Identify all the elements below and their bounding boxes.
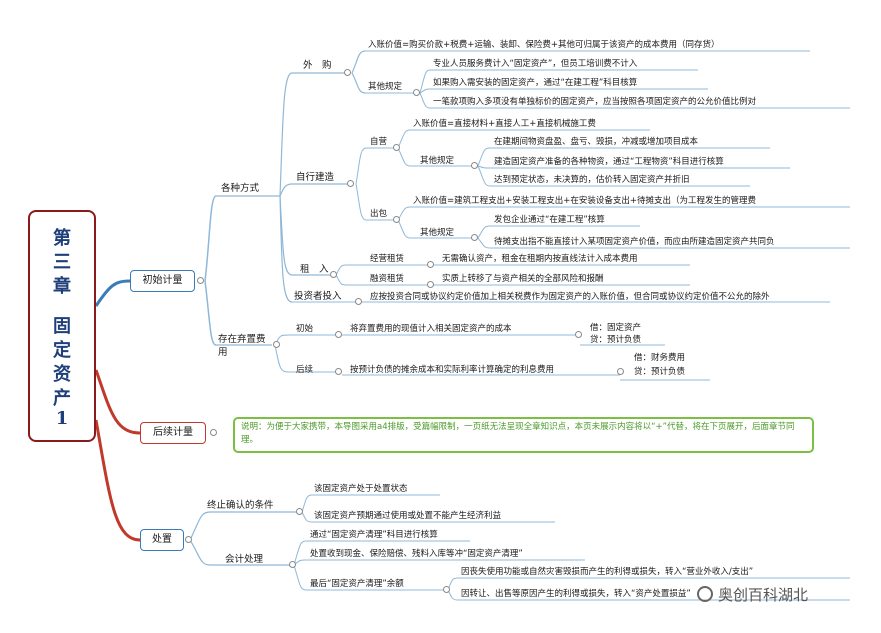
- node-connector-icon[interactable]: [443, 586, 450, 593]
- purchase-other-item: 一笔款项购入多项没有单独标价的固定资产，应当按照各项固定资产的公允价值比例对: [433, 97, 757, 107]
- branch-initial-measurement[interactable]: 初始计量: [130, 270, 195, 292]
- root-char: 产: [53, 388, 71, 409]
- root-char: 三: [53, 252, 71, 273]
- node-connector-icon[interactable]: [617, 368, 624, 375]
- outsourced-item: 待摊支出指不能直接计入某项固定资产价值，而应由所建造固定资产共同负: [494, 237, 775, 247]
- node-connector-icon[interactable]: [393, 144, 400, 151]
- node-connector-icon[interactable]: [471, 234, 478, 241]
- outsourced-other-label: 其他规定: [420, 228, 455, 238]
- node-connector-icon[interactable]: [427, 261, 434, 268]
- self-operated-item: 达到预定状态，未决算的，估价转入固定资产并折旧: [494, 175, 690, 185]
- root-char: 第: [53, 228, 71, 249]
- self-operated-entry-value: 入账价值=直接材料+直接人工+直接机械施工费: [413, 119, 596, 129]
- self-operated-item: 在建期间物资盘盈、盘亏、毁损，冲减或增加项目成本: [494, 137, 699, 147]
- root-node[interactable]: 第 三 章 固 定 资 产 1: [28, 210, 96, 442]
- finance-lease-label: 融资租赁: [370, 274, 405, 284]
- purchase-entry-value: 入账价值=购买价款+税费+运输、装卸、保险费+其他可归属于该资产的成本费用（同存…: [368, 40, 720, 50]
- abandonment-later-credit: 贷：预计负债: [634, 367, 686, 377]
- outsourced-label: 出包: [370, 209, 388, 219]
- self-built-label: 自行建造: [296, 172, 335, 183]
- note-box: 说明：为便于大家携带，本导图采用a4排版，受篇幅限制，一页纸无法呈现全章知识点，…: [233, 417, 814, 453]
- accounting-item: 处置收到现金、保险赔偿、残料入库等冲“固定资产清理”: [310, 549, 523, 559]
- investor-text: 应按投资合同或协议约定价值加上相关税费作为固定资产的入账价值，但合同或协议约定价…: [370, 292, 770, 302]
- root-char: 定: [53, 340, 71, 361]
- purchase-other-item: 如果购入需安装的固定资产，通过“在建工程”科目核算: [433, 78, 638, 88]
- methods-label: 各种方式: [221, 183, 260, 194]
- accounting-item: 通过“固定资产清理”科目进行核算: [310, 530, 438, 540]
- derecognition-item: 该固定资产预期通过使用或处置不能产生经济利益: [314, 511, 502, 521]
- root-char: 章: [53, 276, 71, 297]
- plus-collapse-icon[interactable]: [210, 429, 217, 436]
- root-char: 资: [53, 364, 71, 385]
- abandonment-label: 存在弃置费用: [218, 334, 266, 358]
- finance-lease-text: 实质上转移了与资产相关的全部风险和报酬: [442, 274, 604, 284]
- abandonment-later-debit: 借：财务费用: [634, 353, 686, 363]
- node-connector-icon[interactable]: [471, 162, 478, 169]
- abandonment-initial-credit: 贷：预计负债: [590, 335, 642, 345]
- node-connector-icon[interactable]: [330, 271, 337, 278]
- watermark-text: 奥创百科湖北: [718, 586, 809, 604]
- abandonment-initial-label: 初始: [296, 324, 314, 334]
- lease-label: 租 入: [300, 264, 329, 275]
- node-connector-icon[interactable]: [197, 277, 204, 284]
- abandonment-later-label: 后续: [296, 365, 314, 375]
- node-connector-icon[interactable]: [344, 69, 351, 76]
- node-connector-icon[interactable]: [347, 180, 354, 187]
- node-connector-icon[interactable]: [393, 216, 400, 223]
- watermark-logo-icon: [697, 586, 713, 602]
- node-connector-icon[interactable]: [335, 331, 342, 338]
- accounting-label: 会计处理: [225, 554, 264, 565]
- branch-disposal[interactable]: 处置: [140, 529, 184, 551]
- node-connector-icon[interactable]: [273, 341, 280, 348]
- node-connector-icon[interactable]: [413, 89, 420, 96]
- operating-lease-label: 经营租赁: [370, 254, 405, 264]
- investor-label: 投资者投入: [294, 291, 342, 302]
- derecognition-item: 该固定资产处于处置状态: [314, 484, 408, 494]
- final-balance-label: 最后“固定资产清理”余额: [310, 579, 404, 589]
- node-connector-icon[interactable]: [355, 298, 362, 305]
- root-char: 固: [53, 316, 71, 337]
- final-balance-item: 因丧失使用功能或自然灾害毁损而产生的利得或损失，转入“营业外收入/支出”: [461, 567, 754, 577]
- self-operated-item: 建造固定资产准备的各种物资，通过“工程物资”科目进行核算: [494, 157, 724, 167]
- node-connector-icon[interactable]: [185, 536, 192, 543]
- final-balance-item: 因转让、出售等原因产生的利得或损失，转入“资产处置损益”: [461, 589, 691, 599]
- purchase-other-label: 其他规定: [368, 82, 403, 92]
- operating-lease-text: 无需确认资产，租金在租期内按直线法计入成本费用: [442, 254, 638, 264]
- derecognition-label: 终止确认的条件: [207, 500, 274, 511]
- abandonment-later-text: 按预计负债的摊余成本和实际利率计算确定的利息费用: [350, 365, 555, 375]
- abandonment-initial-text: 将弃置费用的现值计入相关固定资产的成本: [350, 324, 512, 334]
- outsourced-entry-value: 入账价值=建筑工程支出+安装工程支出+在安装设备支出+待摊支出（为工程发生的管理…: [413, 196, 756, 206]
- abandonment-initial-debit: 借：固定资产: [590, 323, 642, 333]
- node-connector-icon[interactable]: [335, 368, 342, 375]
- outsourced-item: 发包企业通过“在建工程”核算: [494, 215, 605, 225]
- node-connector-icon[interactable]: [427, 281, 434, 288]
- purchase-other-item: 专业人员服务费计入“固定资产”，但员工培训费不计入: [433, 59, 638, 69]
- node-connector-icon[interactable]: [289, 561, 296, 568]
- root-char: 1: [55, 408, 69, 429]
- self-operated-other-label: 其他规定: [420, 156, 455, 166]
- self-operated-label: 自营: [370, 137, 388, 147]
- node-connector-icon[interactable]: [575, 331, 582, 338]
- branch-subsequent-measurement[interactable]: 后续计量: [140, 422, 206, 444]
- node-connector-icon[interactable]: [296, 508, 303, 515]
- purchase-label: 外 购: [303, 60, 332, 71]
